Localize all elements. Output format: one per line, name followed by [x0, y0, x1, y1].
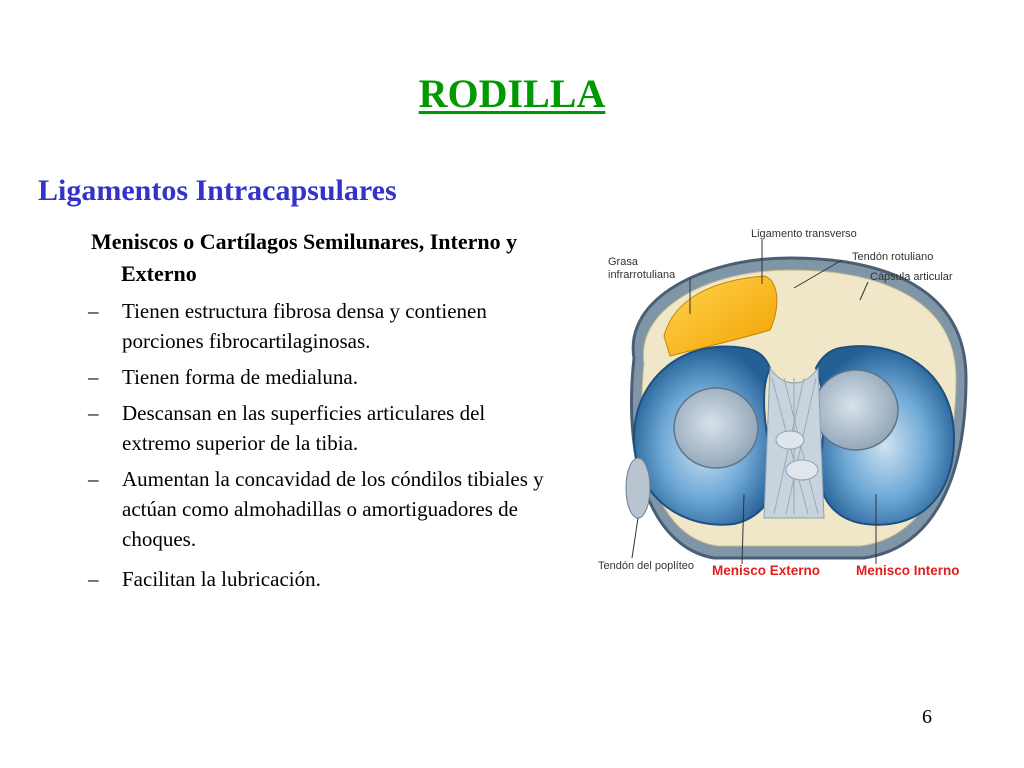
bullet-text: Tienen estructura fibrosa densa y contie… [122, 299, 487, 353]
bullet-item: –Descansan en las superficies articulare… [88, 398, 558, 458]
bullet-text: Aumentan la concavidad de los cóndilos t… [122, 467, 544, 551]
tibial-spine [775, 430, 805, 450]
bullet-text: Facilitan la lubricación. [122, 567, 321, 591]
bullet-item: –Tienen forma de medialuna. [88, 362, 558, 392]
bullet-list: –Tienen estructura fibrosa densa y conti… [88, 296, 558, 600]
popliteus-tendon [625, 457, 651, 519]
section-title: Ligamentos Intracapsulares [38, 174, 397, 207]
label-menisco-externo: Menisco Externo [712, 563, 821, 578]
leader-lines [631, 240, 877, 565]
page-number: 6 [922, 706, 932, 728]
infrapatellar-fat [663, 275, 778, 357]
bullet-item: –Tienen estructura fibrosa densa y conti… [88, 296, 558, 356]
label-tendon-popliteo: Tendón del poplíteo [598, 560, 695, 572]
label-tendon-rotuliano: Tendón rotuliano [852, 251, 934, 263]
knee-diagram [625, 240, 968, 565]
lateral-condyle [673, 387, 759, 469]
bullet-item: –Facilitan la lubricación. [88, 564, 558, 594]
bullet-dash: – [88, 299, 99, 323]
bullet-dash: – [88, 567, 99, 591]
subsection-title: Meniscos o Cartílagos Semilunares, Inter… [91, 229, 518, 286]
tibial-spine [785, 459, 819, 481]
label-menisco-interno: Menisco Interno [856, 563, 960, 578]
label-ligamento-transverso: Ligamento transverso [751, 228, 857, 240]
bullet-dash: – [88, 365, 99, 389]
label-infrarrotuliana: infrarrotuliana [608, 269, 676, 281]
bullet-text: Tienen forma de medialuna. [122, 365, 358, 389]
knee-meniscus-illustration: Ligamento transverso Grasa infrarrotulia… [594, 218, 986, 590]
bullet-dash: – [88, 401, 99, 425]
medial-condyle [813, 369, 899, 451]
bullet-item: –Aumentan la concavidad de los cóndilos … [88, 464, 558, 554]
slide-title: RODILLA [418, 71, 606, 116]
bullet-dash: – [88, 467, 99, 491]
label-capsula-articular: Cápsula articular [870, 271, 953, 283]
label-grasa: Grasa [608, 256, 638, 268]
bullet-text: Descansan en las superficies articulares… [122, 401, 486, 455]
